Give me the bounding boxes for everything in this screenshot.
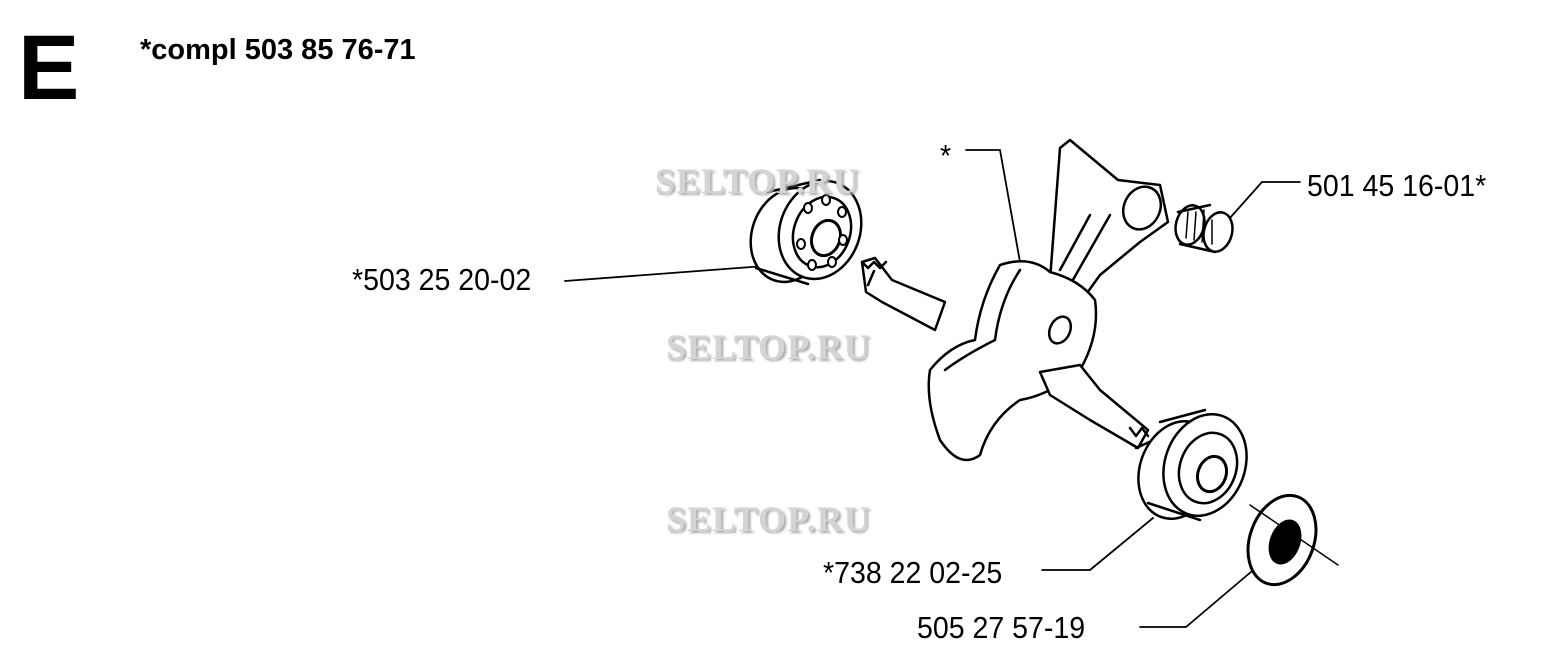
leader-crankshaft <box>965 149 1021 263</box>
leader-lines <box>564 149 1301 628</box>
watermark: SELTOP.RU <box>655 161 860 201</box>
leader-washer <box>1139 565 1259 628</box>
part-label-crankshaft: * <box>940 138 952 173</box>
leader-right-bearing <box>1041 517 1154 571</box>
part-label-left-bearing: *503 25 20-02 <box>352 262 532 297</box>
left-ball-bearing-drawing <box>749 178 863 286</box>
leader-left-bearing <box>564 265 766 282</box>
part-label-washer: 505 27 57-19 <box>917 610 1086 645</box>
watermark: SELTOP.RU <box>666 327 871 367</box>
needle-bearing-drawing <box>1174 203 1234 254</box>
section-letter: E <box>18 17 80 119</box>
washer-drawing <box>1246 493 1339 587</box>
part-label-right-bearing: *738 22 02-25 <box>823 555 1003 590</box>
watermark: SELTOP.RU <box>666 499 871 539</box>
right-ball-bearing-drawing <box>1137 408 1248 522</box>
assembly-title: *compl 503 85 76-71 <box>140 34 416 66</box>
part-label-needle-bearing: 501 45 16-01* <box>1307 168 1487 203</box>
crankshaft-drawing <box>860 138 1170 462</box>
